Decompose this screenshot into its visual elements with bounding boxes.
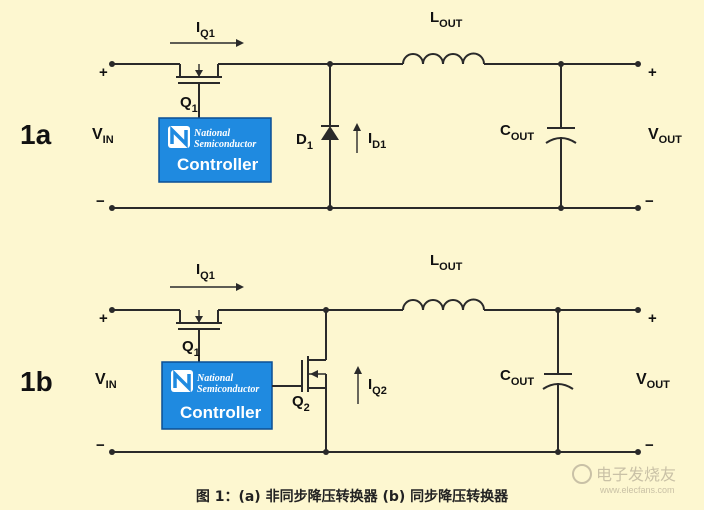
cout-label: COUT — [500, 367, 534, 388]
cout-label: COUT — [500, 122, 534, 143]
lout-inductor-symbol — [402, 52, 485, 65]
lout-inductor-symbol — [402, 298, 485, 311]
vin-plus-terminal — [109, 307, 115, 313]
watermark-text: 电子发烧友 — [596, 465, 676, 484]
vin-minus-terminal — [109, 449, 115, 455]
id1-label: ID1 — [368, 130, 386, 151]
iq1-arrow-head — [236, 39, 244, 47]
watermark-url: www.elecfans.com — [599, 485, 675, 495]
lout-label: LOUT — [430, 9, 463, 30]
vin-label: VIN — [92, 126, 114, 146]
iq1-label: IQ1 — [196, 261, 215, 282]
vout-plus-terminal — [635, 307, 641, 313]
iq2-arrow-head — [354, 366, 362, 374]
national-logo-icon — [171, 369, 193, 393]
vout-label: VOUT — [636, 371, 670, 391]
controller-1a: National Semiconductor Controller — [158, 117, 272, 183]
controller-brand-line2: Semiconductor — [197, 384, 259, 395]
cout-capacitor-symbol — [545, 64, 577, 208]
vout-minus-sign: − — [645, 193, 654, 210]
iq1-label: IQ1 — [196, 19, 215, 40]
controller-brand-line1: National — [193, 128, 230, 139]
vin-plus-sign: + — [99, 310, 108, 327]
controller-brand-line2: Semiconductor — [194, 139, 256, 150]
id1-arrow-head — [353, 123, 361, 131]
q1-mosfet-symbol — [176, 64, 222, 118]
vout-minus-terminal — [635, 449, 641, 455]
cout-capacitor-symbol — [542, 310, 574, 452]
national-logo-icon — [168, 125, 190, 149]
figure-caption: 图 1：(a) 非同步降压转换器 (b) 同步降压转换器 — [196, 488, 509, 505]
lout-label: LOUT — [430, 252, 463, 273]
vin-minus-sign: − — [96, 437, 105, 454]
vout-minus-terminal — [635, 205, 641, 211]
diagram-1a-label: 1a — [20, 119, 52, 150]
vin-label: VIN — [95, 371, 117, 391]
diagram-1b-label: 1b — [20, 366, 53, 397]
q2-mosfet-symbol — [301, 310, 327, 452]
d1-label: D1 — [296, 131, 313, 152]
iq2-label: IQ2 — [368, 376, 387, 397]
controller-label: Controller — [177, 155, 259, 174]
controller-label: Controller — [180, 403, 262, 422]
iq1-arrow-head — [236, 283, 244, 291]
vin-minus-sign: − — [96, 193, 105, 210]
q1-mosfet-symbol — [176, 310, 222, 362]
diagram-1b: 1b Q1 IQ1 — [20, 252, 670, 455]
vout-plus-sign: + — [648, 64, 657, 81]
q1-label: Q1 — [182, 338, 200, 359]
d1-diode-symbol — [321, 64, 339, 208]
vin-minus-terminal — [109, 205, 115, 211]
q1-label: Q1 — [180, 94, 198, 115]
vin-plus-sign: + — [99, 64, 108, 81]
diagram-1a: 1a Q1 IQ1 — [20, 9, 682, 211]
vout-plus-terminal — [635, 61, 641, 67]
controller-brand-line1: National — [196, 373, 233, 384]
watermark-logo-icon — [572, 464, 592, 484]
watermark: 电子发烧友 www.elecfans.com — [572, 464, 676, 495]
vout-plus-sign: + — [648, 310, 657, 327]
q2-label: Q2 — [292, 393, 310, 414]
vout-label: VOUT — [648, 126, 682, 146]
controller-1b: National Semiconductor Controller — [161, 361, 273, 430]
vin-plus-terminal — [109, 61, 115, 67]
vout-minus-sign: − — [645, 437, 654, 454]
